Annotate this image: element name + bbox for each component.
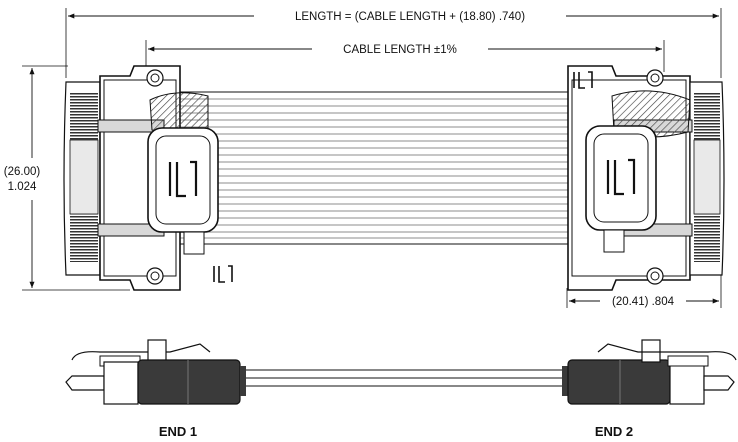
end1-label: END 1 xyxy=(159,424,197,439)
end2-label: END 2 xyxy=(595,424,633,439)
height-inch-label: 1.024 xyxy=(8,181,37,193)
end2-connector-side xyxy=(562,339,737,405)
end2-connector-top xyxy=(567,65,725,291)
cable-length-dimension: CABLE LENGTH ±1% xyxy=(145,40,665,72)
end1-small-logo-icon xyxy=(213,265,233,283)
ribbon-cable-top-view xyxy=(179,91,601,245)
end-depth-label: (20.41) .804 xyxy=(612,296,675,308)
end2-logo-icon xyxy=(606,158,636,196)
length-label: LENGTH = (CABLE LENGTH + (18.80) .740) xyxy=(295,11,525,23)
height-metric-label: (26.00) xyxy=(4,166,41,178)
end1-connector-top xyxy=(63,65,233,291)
length-dimension: LENGTH = (CABLE LENGTH + (18.80) .740) xyxy=(65,8,722,78)
end1-logo-icon xyxy=(168,160,198,198)
end2-small-logo-icon xyxy=(573,71,593,89)
height-dimension: (26.00) 1.024 xyxy=(4,65,130,291)
ribbon-cable-side-view xyxy=(238,369,570,387)
cable-length-label: CABLE LENGTH ±1% xyxy=(343,44,457,56)
end1-connector-side xyxy=(65,339,246,405)
end-depth-dimension: (20.41) .804 xyxy=(566,270,722,308)
